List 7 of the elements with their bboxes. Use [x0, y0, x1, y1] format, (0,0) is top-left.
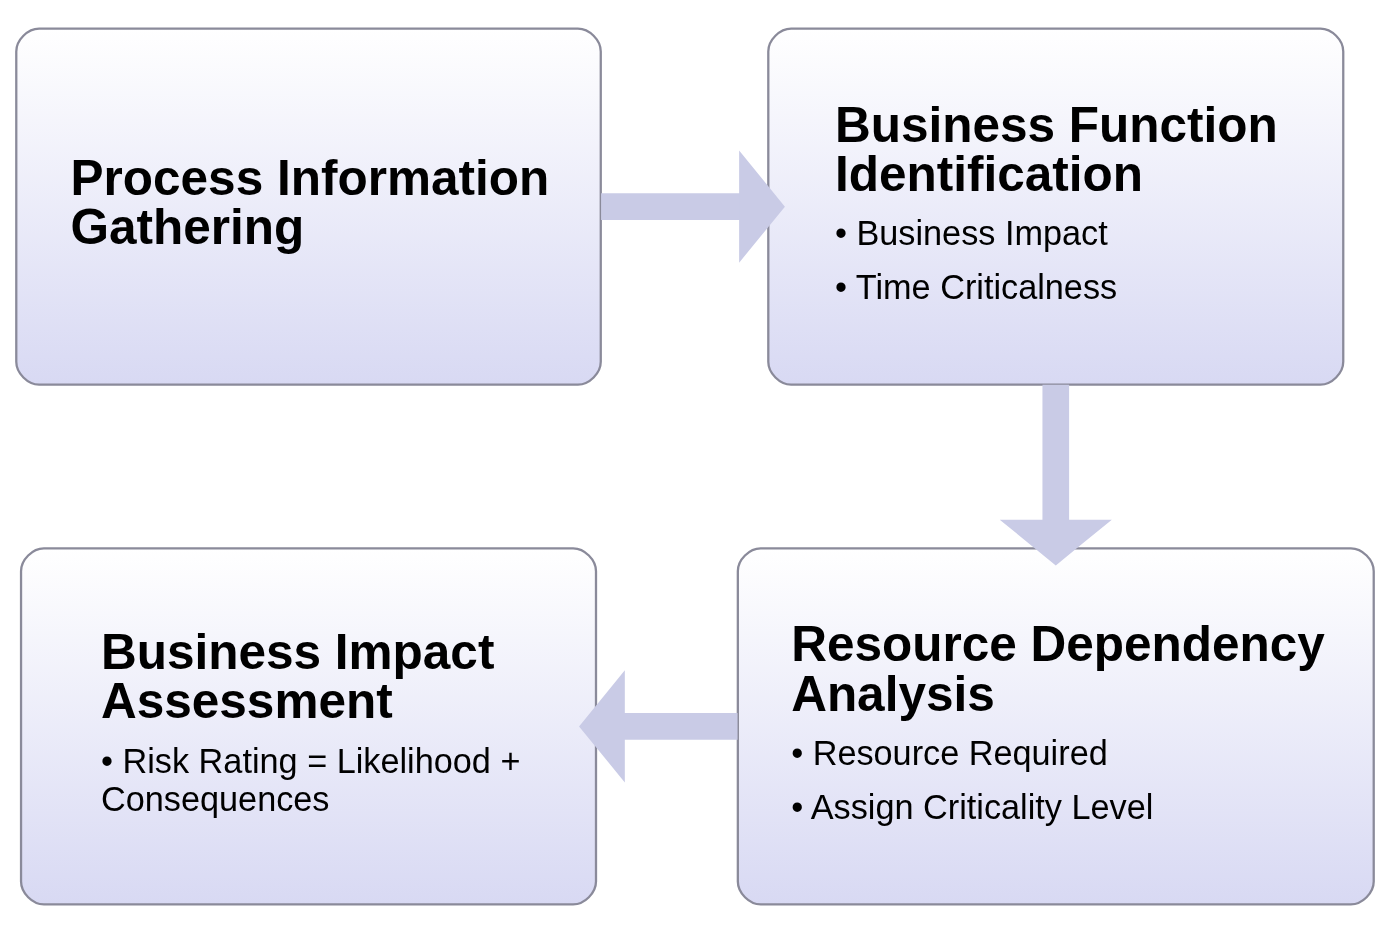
- arrow: [601, 150, 785, 263]
- node-box: Resource Dependency Analysis • Resource Required • Assign Criticality Level: [736, 546, 1375, 905]
- arrow: [579, 669, 738, 782]
- node-box: Business Function Identification • Business Impact • Time Criticalness: [767, 27, 1345, 386]
- node-box: Business Impact Assessment • Risk Rating = Likelihood + Consequences: [19, 546, 598, 905]
- node-box: Process Information Gathering: [15, 27, 602, 386]
- arrow: [999, 384, 1112, 565]
